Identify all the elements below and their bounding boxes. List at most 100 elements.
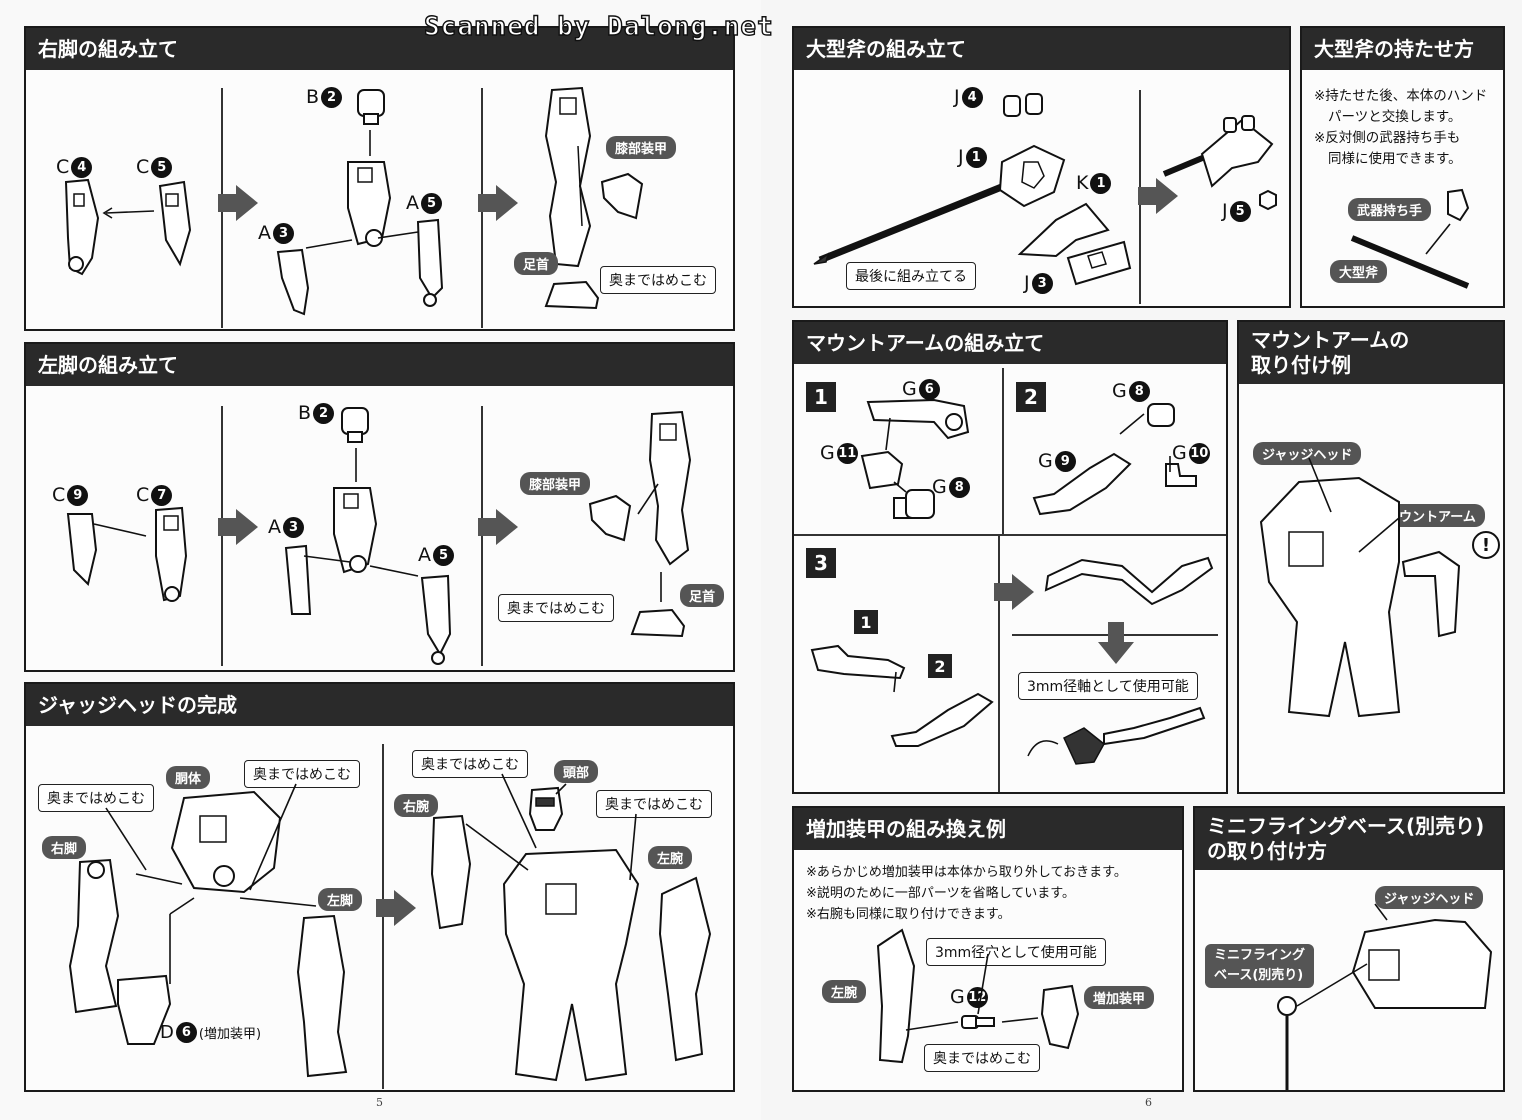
step-3-number: 3 xyxy=(806,548,836,578)
flying-base-robot xyxy=(1351,918,1493,1009)
page-number-left: 5 xyxy=(376,1096,383,1109)
left-arm-part xyxy=(658,876,712,1062)
knee-joint-b2 xyxy=(341,407,369,443)
knee-armor-part xyxy=(588,494,632,542)
axe-caps-j4 xyxy=(1003,93,1043,117)
axe-blade-k1 xyxy=(1017,202,1110,258)
foot-badge: 足首 xyxy=(680,584,725,607)
adapter-g12 xyxy=(961,1015,995,1029)
large-axe-title: 大型斧の組み立て xyxy=(794,28,1289,70)
foot-badge: 足首 xyxy=(514,252,559,275)
joint-part-g10 xyxy=(1165,463,1197,487)
assembled-right-leg xyxy=(544,86,592,268)
right-leg-part xyxy=(68,858,120,1014)
large-axe-badge: 大型斧 xyxy=(1330,260,1388,283)
svg-text:!: ! xyxy=(1482,535,1490,556)
extra-armor-badge: 増加装甲 xyxy=(1084,986,1155,1009)
torso-badge: 胴体 xyxy=(166,766,211,789)
flying-base-panel: ミニフライングベース(別売り)の取り付け方 ジャッジヘッド ミニフライングベース… xyxy=(1193,806,1505,1092)
left-arm-badge: 左腕 xyxy=(822,980,867,1003)
step-1-number: 1 xyxy=(806,382,836,412)
mount-example-title: マウントアームの取り付け例 xyxy=(1239,322,1503,384)
knee-armor-badge: 膝部装甲 xyxy=(606,136,677,159)
left-arm-badge: 左腕 xyxy=(648,846,693,869)
left-leg-title: 左脚の組み立て xyxy=(26,344,733,386)
hole-note-callout: 3mm径穴として使用可能 xyxy=(926,938,1106,966)
step-2-number: 2 xyxy=(1016,382,1046,412)
armor-swap-note-2: ※説明のために一部パーツを省略しています。 xyxy=(806,886,1075,901)
axe-plate-j3 xyxy=(1066,240,1132,286)
knee-armor-part xyxy=(600,172,644,220)
assembled-mount-arm xyxy=(1044,556,1214,606)
mount-arm-title: マウントアームの組み立て xyxy=(794,322,1226,364)
knee-armor-badge: 膝部装甲 xyxy=(520,472,591,495)
shin-part-a5 xyxy=(420,574,452,665)
flying-base-title: ミニフライングベース(別売り)の取り付け方 xyxy=(1195,808,1503,870)
peg-part-g8-b xyxy=(1147,403,1175,427)
push-in-callout: 奥まではめこむ xyxy=(600,266,716,294)
step-arrow-6 xyxy=(1138,178,1178,214)
right-arm-badge: 右腕 xyxy=(394,794,439,817)
large-axe-shaft xyxy=(1350,235,1470,289)
assembled-left-leg xyxy=(648,410,692,566)
sub-arm-2 xyxy=(890,692,994,747)
warning-icon: ! xyxy=(1472,531,1500,559)
axe-shaft xyxy=(813,174,1026,265)
mount-example-panel: マウントアームの取り付け例 ジャッジヘッド マウントアーム ! xyxy=(1237,320,1505,794)
left-arm-part xyxy=(876,928,916,1064)
page-number-right: 6 xyxy=(1145,1096,1152,1109)
step-arrow-3 xyxy=(218,509,258,545)
judge-head-badge: ジャッジヘッド xyxy=(1375,886,1484,909)
extra-armor-d6 xyxy=(117,974,172,1045)
arm-part-g9 xyxy=(1032,452,1132,516)
shin-part-a3 xyxy=(284,544,312,615)
armor-swap-note-3: ※右腕も同様に取り付けできます。 xyxy=(806,907,1011,922)
thigh-part-c5 xyxy=(158,180,192,267)
armor-swap-title: 増加装甲の組み換え例 xyxy=(794,808,1182,850)
axe-hold-note-2: パーツと交換します。 xyxy=(1328,109,1462,125)
push-in-callout-4: 奥まではめこむ xyxy=(596,790,712,818)
push-in-callout-2: 奥まではめこむ xyxy=(244,760,360,788)
axe-hold-note-3: ※反対側の武器持ち手も xyxy=(1314,130,1461,146)
thigh-part-c4 xyxy=(64,178,100,276)
lower-leg-core xyxy=(347,161,392,247)
step-arrow-4 xyxy=(478,509,518,545)
mount-arm-badge: マウントアーム xyxy=(1377,504,1485,527)
flying-base-arm xyxy=(1277,996,1297,1090)
thigh-part-c9 xyxy=(66,513,98,586)
down-arrow xyxy=(1098,622,1134,664)
foot-part xyxy=(544,280,600,310)
weapon-hand-part xyxy=(1447,188,1470,222)
axe-hold-title: 大型斧の持たせ方 xyxy=(1302,28,1503,70)
sub-step-2-number: 2 xyxy=(928,654,952,678)
step-arrow-5 xyxy=(376,890,416,926)
shaft-demo-arm xyxy=(1027,706,1206,765)
axe-nut-j5 xyxy=(1259,189,1277,211)
axe-hold-panel: 大型斧の持たせ方 ※持たせた後、本体のハンド パーツと交換します。 ※反対側の武… xyxy=(1300,26,1505,308)
shin-part-a5 xyxy=(416,218,444,307)
